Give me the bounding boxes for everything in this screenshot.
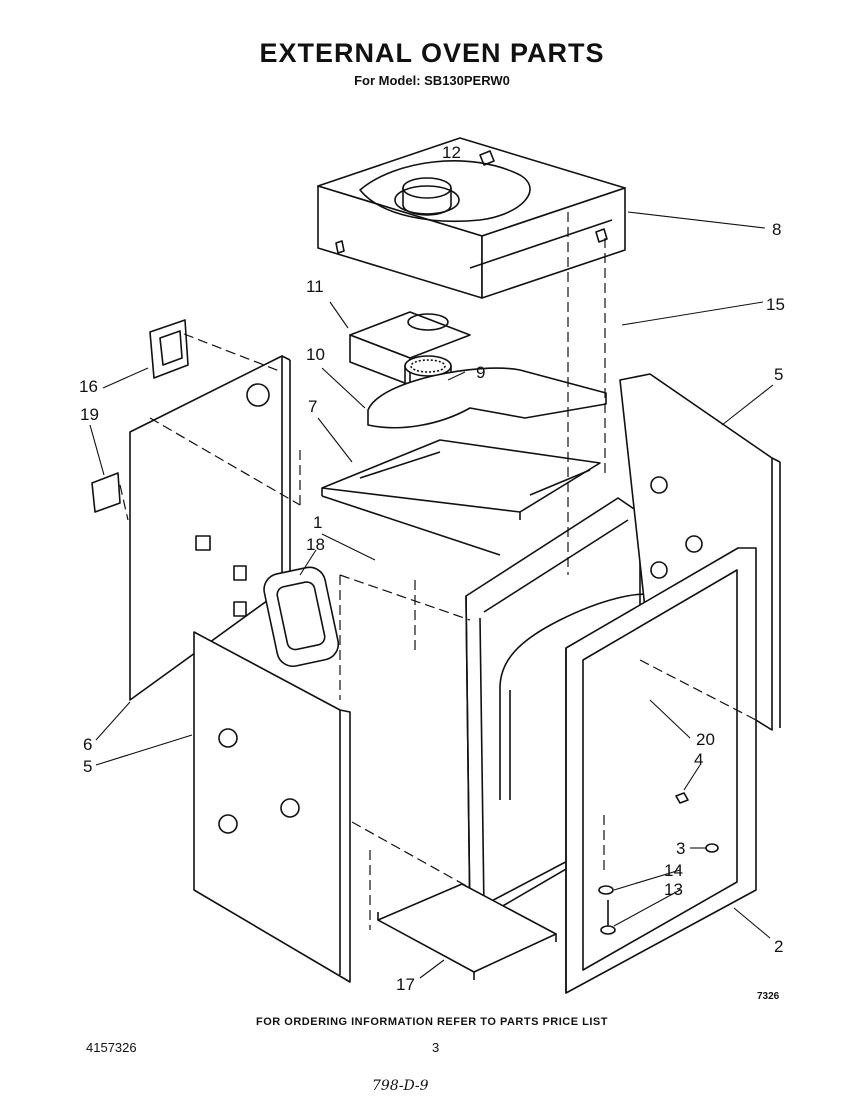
hardware-parts-3-4-13-14: [598, 792, 719, 935]
label-part-20: 20: [696, 730, 715, 749]
label-part-16: 16: [79, 377, 98, 396]
side-panel-left-part-5: [193, 631, 351, 983]
figure-code: 7326: [757, 991, 780, 1002]
label-part-9: 9: [476, 363, 485, 382]
plate-part-7: [321, 439, 601, 556]
bottom-tray-part-17: [377, 883, 557, 980]
alignment-lines: [119, 212, 757, 930]
document-number: 4157326: [86, 1040, 137, 1055]
part-number-labels: 12 8 11 15 10 9 5 16 7 19 1 18 20 6 4 5 …: [79, 143, 785, 994]
ordering-info: FOR ORDERING INFORMATION REFER TO PARTS …: [256, 1016, 608, 1028]
top-cover-part-8: [317, 137, 626, 299]
label-part-17: 17: [396, 975, 415, 994]
label-part-2: 2: [774, 937, 783, 956]
label-part-15: 15: [766, 295, 785, 314]
label-part-1: 1: [313, 513, 322, 532]
label-part-5-left: 5: [83, 757, 92, 776]
label-part-14: 14: [664, 861, 683, 880]
model-subtitle: For Model: SB130PERW0: [354, 73, 510, 88]
label-part-6: 6: [83, 735, 92, 754]
leader-lines: [89, 211, 774, 979]
page-title: EXTERNAL OVEN PARTS: [259, 38, 605, 68]
vent-collar-part-12: [394, 177, 460, 216]
label-part-13: 13: [664, 880, 683, 899]
gasket-part-18: [263, 566, 340, 668]
label-part-18: 18: [306, 535, 325, 554]
label-part-19: 19: [80, 405, 99, 424]
page-number: 3: [432, 1040, 440, 1055]
label-part-11: 11: [306, 277, 324, 296]
handwritten-note: 798-D-9: [372, 1078, 429, 1094]
label-part-5-right: 5: [774, 365, 783, 384]
label-part-3: 3: [676, 839, 685, 858]
label-part-10: 10: [306, 345, 325, 364]
label-part-12: 12: [442, 143, 461, 162]
cover-plate-part-19: [91, 472, 121, 513]
label-part-8: 8: [772, 220, 781, 239]
heat-shield-part-10: [367, 367, 607, 429]
duct-part-11: [349, 311, 471, 386]
bracket-part-16: [149, 319, 189, 379]
door-frame-part-2: [565, 547, 757, 994]
label-part-4: 4: [694, 750, 703, 769]
label-part-7: 7: [308, 397, 317, 416]
